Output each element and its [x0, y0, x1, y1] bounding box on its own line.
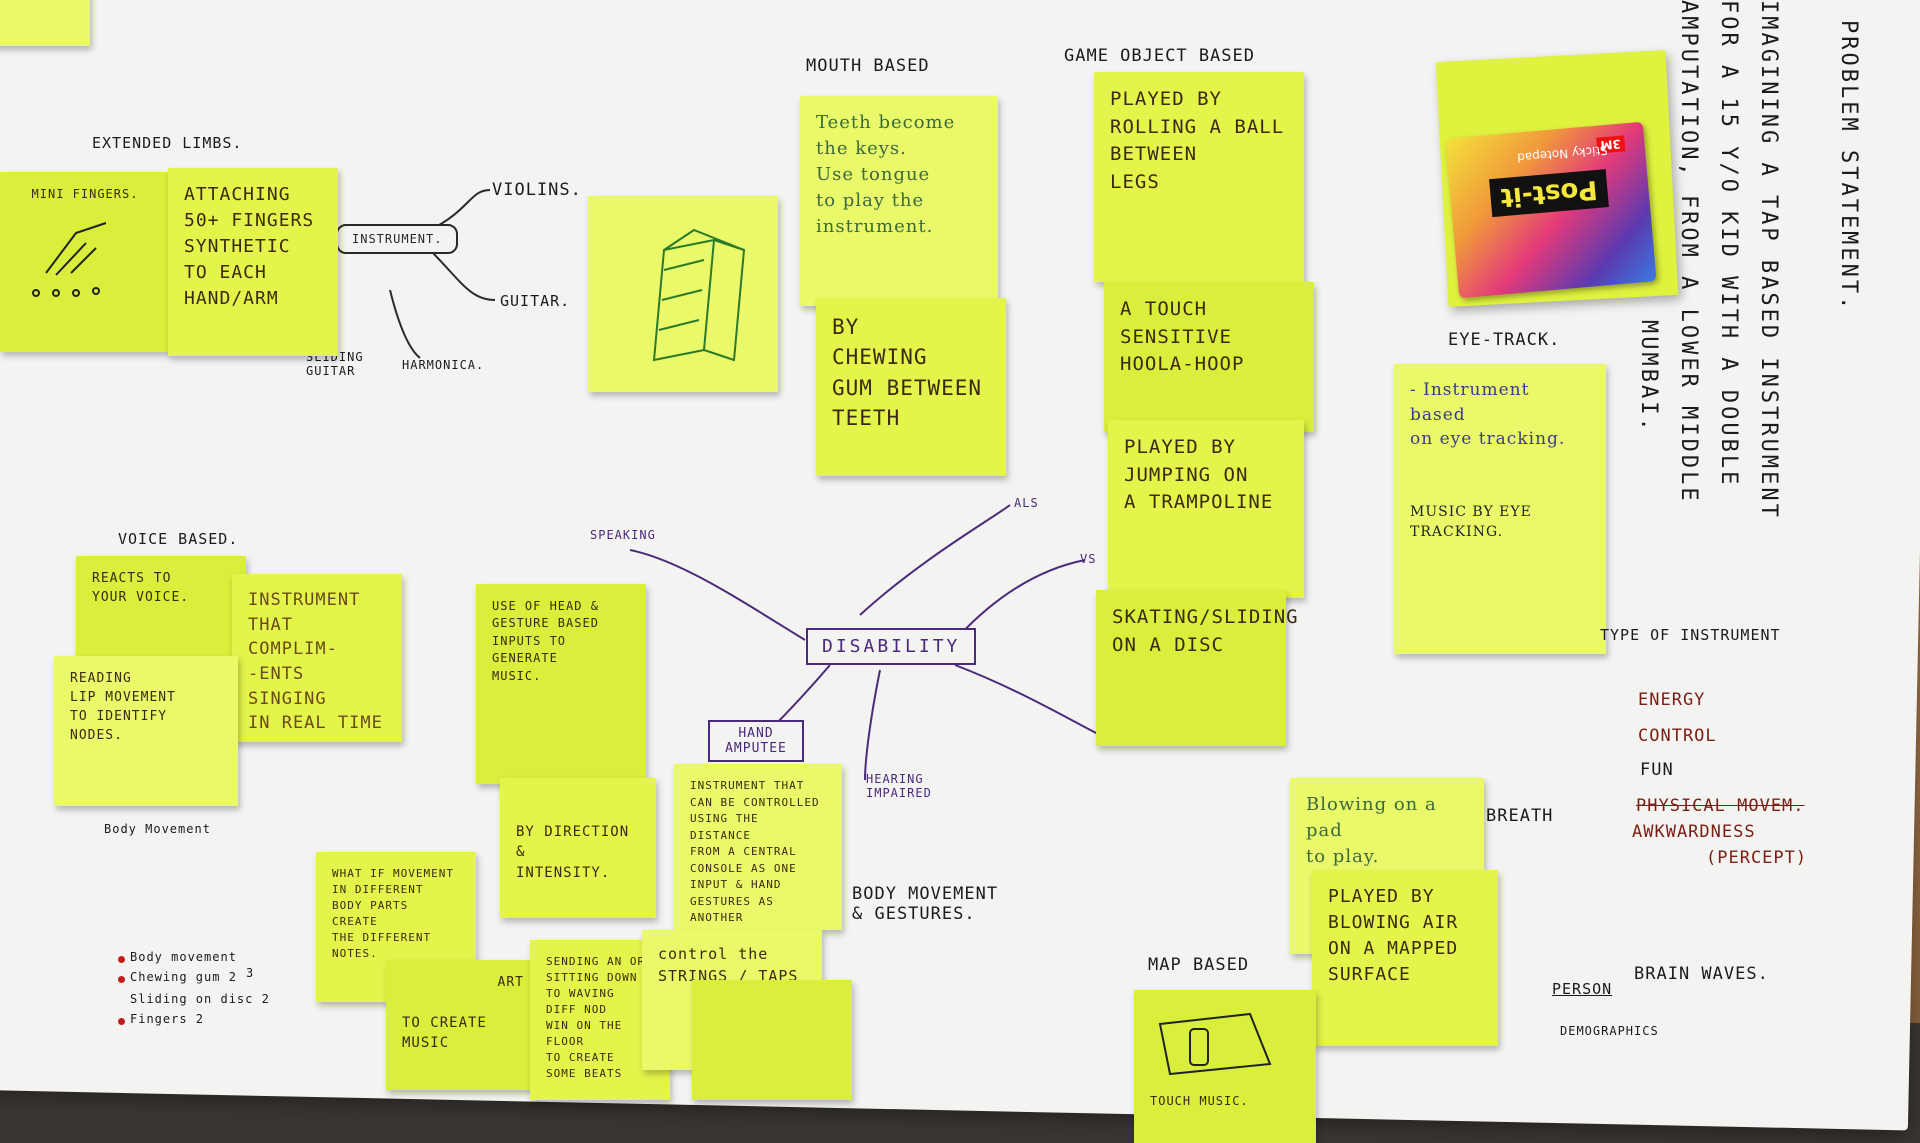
note-touch-music-text: TOUCH MUSIC. — [1150, 1093, 1249, 1108]
note-mini-fingers-text: MINI FINGERS. — [31, 187, 139, 201]
mindmap-hearing-impaired: HEARING IMPAIRED — [866, 772, 932, 800]
note-direction-intensity-text: BY DIRECTION & INTENSITY. — [516, 824, 630, 881]
note-blank-bottom — [692, 980, 852, 1100]
note-lip-movement-text: READING LIP MOVEMENT TO IDENTIFY NODES. — [70, 671, 176, 743]
postit-logo: Post-it — [1489, 169, 1609, 218]
note-skating-disc: SKATING/SLIDING ON A DISC — [1096, 590, 1299, 746]
heading-body-movement: BODY MOVEMENT & GESTURES. — [852, 884, 999, 924]
toi-energy: ENERGY — [1638, 690, 1706, 710]
tally-body-movement: Body movement — [130, 950, 237, 964]
heading-map-based: MAP BASED — [1148, 955, 1250, 975]
tally-fingers: Fingers 2 — [130, 1012, 205, 1026]
tally-dot-1 — [118, 956, 125, 963]
postit-product-label: Sticky Notepad — [1516, 142, 1609, 165]
note-lip-movement: READING LIP MOVEMENT TO IDENTIFY NODES. — [54, 656, 238, 806]
mindmap-center-disability: DISABILITY — [806, 628, 977, 665]
toi-percept: (PERCEPT) — [1706, 848, 1808, 868]
note-direction-intensity: BY DIRECTION & INTENSITY. — [500, 778, 656, 918]
line-als — [859, 504, 1011, 616]
toi-control: CONTROL — [1638, 726, 1717, 746]
note-blowing-air-text: PLAYED BY BLOWING AIR ON A MAPPED SURFAC… — [1328, 886, 1459, 986]
toi-physical-movement: PHYSICAL MOVEM. — [1636, 796, 1805, 816]
mindmap-harmonica: HARMONICA. — [402, 358, 485, 372]
note-art-text: ART — [497, 975, 524, 990]
note-chewing-gum-text: BY CHEWING GUM BETWEEN TEETH — [832, 315, 983, 431]
mindmap-speaking: SPEAKING — [590, 528, 656, 542]
note-blowing-pad-text: Blowing on a pad to play. — [1306, 794, 1437, 868]
note-blowing-air: PLAYED BY BLOWING AIR ON A MAPPED SURFAC… — [1312, 870, 1498, 1046]
note-skating-text: SKATING/SLIDING ON A DISC — [1112, 606, 1299, 656]
postit-pad-cover: 3M Sticky Notepad Post-it — [1445, 121, 1657, 299]
note-distance-console: INSTRUMENT THAT CAN BE CONTROLLED USING … — [674, 764, 842, 930]
note-music-eye-text: MUSIC BY EYE TRACKING. — [1410, 503, 1532, 541]
person-demographics: DEMOGRAPHICS — [1560, 1024, 1659, 1038]
label-body-movement: Body Movement — [104, 822, 211, 836]
toi-awkwardness: AWKWARDNESS — [1632, 822, 1756, 842]
note-trampoline-text: PLAYED BY JUMPING ON A TRAMPOLINE — [1124, 436, 1274, 514]
note-edge-topleft — [0, 0, 90, 46]
heading-eye-track: EYE-TRACK. — [1448, 330, 1561, 350]
toi-fun: FUN — [1640, 760, 1674, 780]
note-map-touch: TOUCH MUSIC. — [1134, 990, 1316, 1143]
note-teeth-keys-text: Teeth become the keys. Use tongue to pla… — [816, 112, 956, 238]
note-hoola-hoop: A TOUCH SENSITIVE HOOLA-HOOP — [1104, 282, 1314, 432]
note-reacts-voice-text: REACTS TO YOUR VOICE. — [92, 571, 190, 605]
type-of-instrument-label: TYPE OF INSTRUMENT — [1600, 626, 1781, 644]
box-sketch-icon — [652, 228, 746, 362]
note-reacts-voice: REACTS TO YOUR VOICE. — [76, 556, 246, 666]
problem-line-2: FOR A 15 Y/O KID WITH A DOUBLE — [1716, 0, 1741, 488]
mindmap-hand-amputee: HAND AMPUTEE — [708, 720, 804, 762]
note-trampoline: PLAYED BY JUMPING ON A TRAMPOLINE — [1108, 420, 1304, 598]
tally-dot-3 — [118, 1018, 125, 1025]
note-eye-tracking: - Instrument based on eye tracking. MUSI… — [1394, 364, 1606, 654]
map-surface-sketch-icon — [1158, 1012, 1272, 1076]
line-harmonica — [389, 289, 421, 359]
tally-count: 3 — [246, 966, 255, 980]
mindmap-instrument-box: INSTRUMENT. — [336, 224, 459, 254]
line-p — [954, 664, 1101, 736]
note-hoola-hoop-text: A TOUCH SENSITIVE HOOLA-HOOP — [1120, 298, 1245, 376]
problem-line-1: IMAGINING A TAP BASED INSTRUMENT — [1756, 0, 1781, 520]
note-teeth-keys: Teeth become the keys. Use tongue to pla… — [800, 96, 998, 306]
mindmap-vs: VS — [1080, 552, 1097, 566]
note-attaching-text: ATTACHING 50+ FINGERS SYNTHETIC TO EACH … — [184, 184, 315, 310]
note-compliments-singing-text: INSTRUMENT THAT COMPLIM- -ENTS SINGING I… — [248, 590, 383, 734]
note-sending-orb-text: SENDING AN ORB SITTING DOWN TO WAVING DI… — [546, 955, 652, 1080]
note-head-gesture: USE OF HEAD & GESTURE BASED INPUTS TO GE… — [476, 584, 646, 784]
heading-game-object-based: GAME OBJECT BASED — [1064, 46, 1255, 66]
note-create-music-text: TO CREATE MUSIC — [402, 1014, 487, 1052]
person-label: PERSON — [1552, 980, 1613, 998]
mindmap-als: ALS — [1014, 496, 1039, 510]
note-body-parts-text: WHAT IF MOVEMENT IN DIFFERENT BODY PARTS… — [332, 867, 454, 960]
problem-line-3: AMPUTATION, FROM A LOWER MIDDLE — [1676, 0, 1701, 504]
note-head-gesture-text: USE OF HEAD & GESTURE BASED INPUTS TO GE… — [492, 599, 599, 683]
note-compliments-singing: INSTRUMENT THAT COMPLIM- -ENTS SINGING I… — [232, 574, 402, 742]
tally-chewing-gum: Chewing gum 2 — [130, 970, 237, 984]
tally-dot-2 — [118, 976, 125, 983]
mindmap-guitar: GUITAR. — [500, 292, 571, 310]
note-attaching-fingers: ATTACHING 50+ FINGERS SYNTHETIC TO EACH … — [168, 168, 338, 356]
heading-brain-waves: BRAIN WAVES. — [1634, 964, 1769, 984]
line-speaking — [629, 549, 806, 641]
problem-statement-title: PROBLEM STATEMENT. — [1836, 20, 1861, 313]
heading-mouth-based: MOUTH BASED — [806, 56, 930, 76]
note-box-sketch — [588, 196, 778, 392]
note-rolling-ball: PLAYED BY ROLLING A BALL BETWEEN LEGS — [1094, 72, 1304, 282]
problem-line-4: MUMBAI. — [1636, 320, 1661, 434]
note-distance-console-text: INSTRUMENT THAT CAN BE CONTROLLED USING … — [690, 779, 820, 924]
heading-voice-based: VOICE BASED. — [118, 530, 239, 548]
line-hearing — [864, 669, 881, 781]
note-create-music: ART TO CREATE MUSIC — [386, 960, 540, 1090]
heading-extended-limbs: EXTENDED LIMBS. — [92, 134, 243, 152]
note-eye-tracking-text: - Instrument based on eye tracking. — [1410, 380, 1566, 450]
tally-sliding-disc: Sliding on disc 2 — [130, 992, 270, 1006]
heading-breath: BREATH — [1486, 806, 1554, 826]
mini-fingers-sketch-icon — [32, 222, 107, 298]
note-rolling-ball-text: PLAYED BY ROLLING A BALL BETWEEN LEGS — [1110, 88, 1285, 193]
mindmap-violins: VIOLINS. — [492, 180, 582, 200]
note-chewing-gum: BY CHEWING GUM BETWEEN TEETH — [816, 298, 1006, 476]
line-guitar — [429, 249, 496, 301]
note-mini-fingers: MINI FINGERS. — [0, 172, 170, 352]
